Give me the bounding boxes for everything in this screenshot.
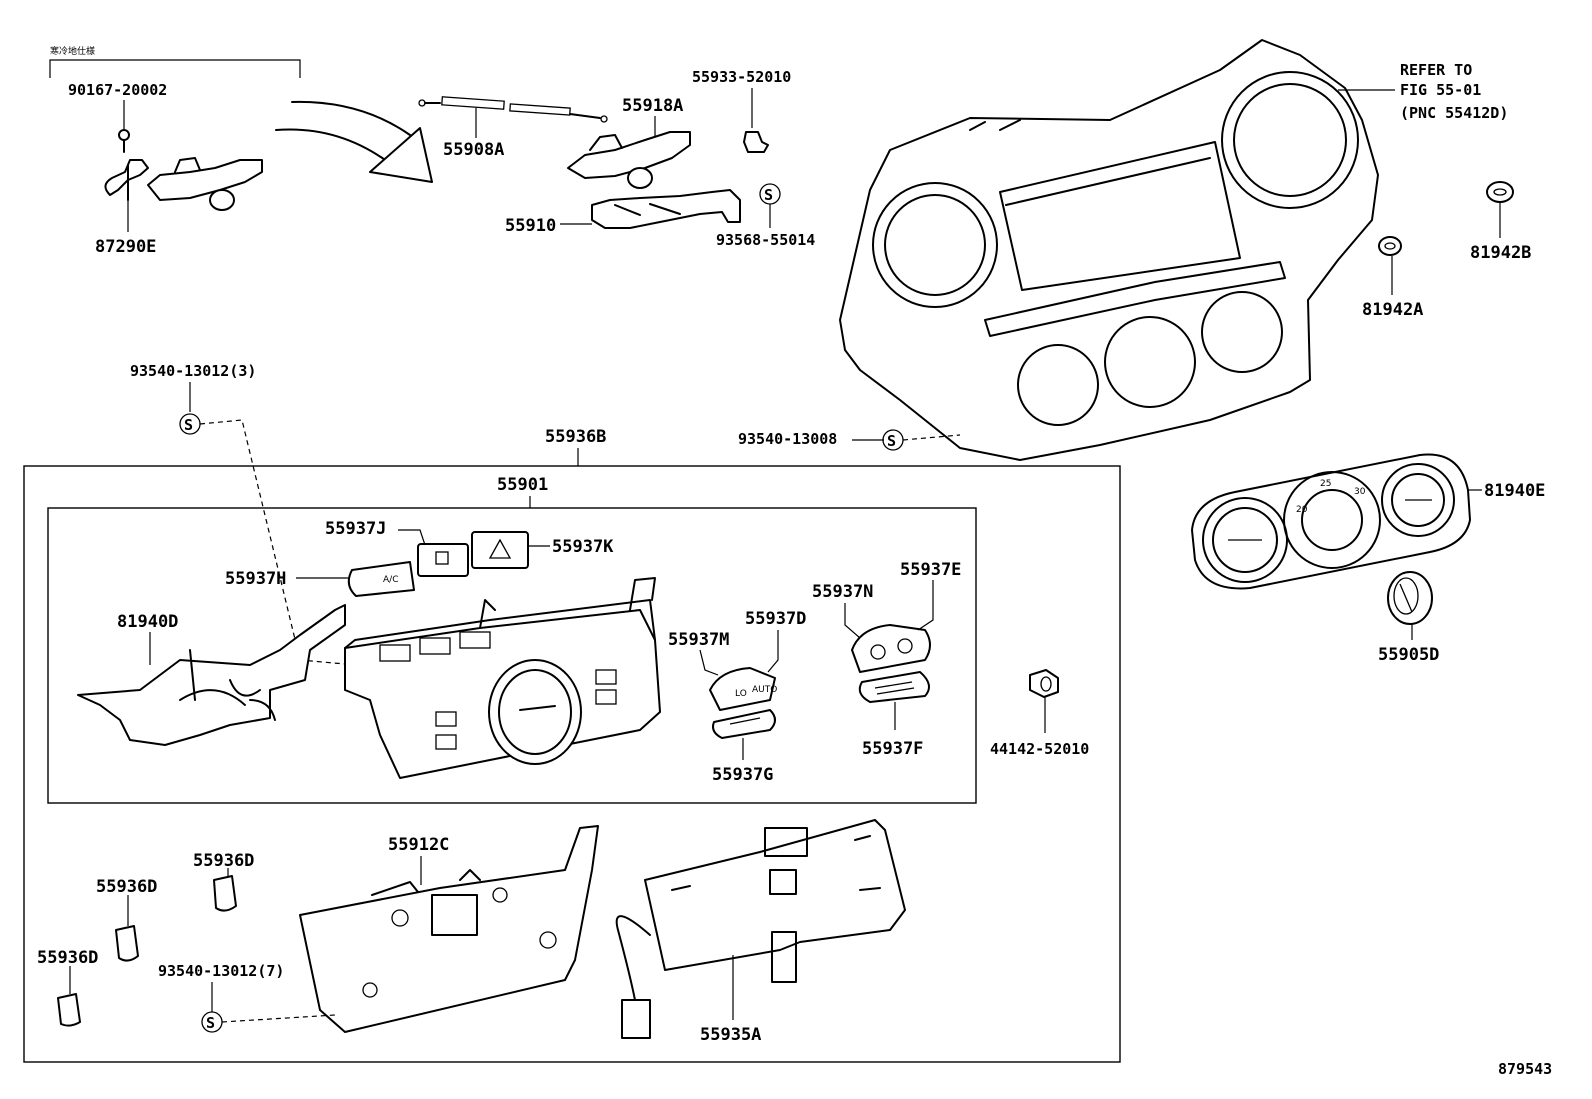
label-87290E: 87290E [95, 237, 156, 257]
label-55936B: 55936B [545, 427, 606, 447]
switch-55937N-E [851, 624, 931, 673]
bulb-55936D-a [213, 875, 237, 912]
label-93568-55014: 93568-55014 [716, 231, 815, 249]
circuit-board-55935A [615, 819, 906, 1039]
label-81942A: 81942A [1362, 300, 1423, 320]
label-55937G: 55937G [712, 765, 773, 785]
circuit-board-55912C [299, 825, 599, 1033]
svg-text:S: S [887, 432, 896, 450]
switch-55937F [858, 671, 930, 703]
svg-text:S: S [764, 186, 773, 204]
label-55937E: 55937E [900, 560, 961, 580]
s-marker-93540-13008: S [882, 429, 904, 451]
bulb-55936D-b [115, 925, 139, 962]
button-55937J [417, 543, 469, 577]
label-55901: 55901 [497, 475, 548, 495]
switch-55937M: LO AUTO [709, 667, 777, 711]
lever-knob-left [147, 157, 263, 211]
label-44142-52010: 44142-52010 [990, 740, 1089, 758]
cable-55908A [418, 96, 608, 123]
label-93540-13012-3: 93540-13012(3) [130, 362, 256, 380]
label-55910: 55910 [505, 216, 556, 236]
switch-55937G [712, 709, 776, 739]
button-55937H: A/C [347, 561, 415, 597]
s-marker-93568: S [759, 183, 781, 205]
label-55908A: 55908A [443, 140, 504, 160]
svg-text:LO: LO [735, 689, 747, 699]
svg-text:20: 20 [1296, 505, 1308, 515]
label-93540-13008: 93540-13008 [738, 430, 837, 448]
bracket-55910 [591, 189, 741, 229]
lever-55918A [567, 131, 691, 189]
svg-text:A/C: A/C [383, 575, 398, 585]
s-marker-93540-7: S [201, 1011, 223, 1033]
label-55912C: 55912C [388, 835, 449, 855]
cold-region-note: 寒冷地仕様 [50, 45, 95, 57]
label-55937M: 55937M [668, 630, 729, 650]
label-81940E: 81940E [1484, 481, 1545, 501]
bulb-55936D-c [57, 993, 81, 1027]
svg-text:30: 30 [1354, 487, 1366, 497]
clip-81942A [1378, 236, 1402, 256]
label-55937D: 55937D [745, 609, 806, 629]
sensor-87290E [104, 159, 149, 201]
bracket-81940D [77, 604, 346, 746]
clip-55933 [743, 131, 769, 153]
nut-44142 [1029, 669, 1059, 698]
assembly-frame-55901 [47, 507, 977, 804]
label-55936D-b: 55936D [96, 877, 157, 897]
svg-text:AUTO: AUTO [752, 685, 777, 695]
clip-81942B [1486, 181, 1514, 203]
label-55937K: 55937K [552, 537, 614, 557]
label-55935A: 55935A [700, 1025, 761, 1045]
svg-text:25: 25 [1320, 479, 1331, 489]
cluster-panel [839, 39, 1379, 461]
cold-region-group: 寒冷地仕様 90167-20002 87290E [49, 45, 433, 257]
label-93540-13012-7: 93540-13012(7) [158, 962, 284, 980]
svg-text:S: S [184, 416, 193, 434]
label-81942B: 81942B [1470, 243, 1531, 263]
label-55936D-c: 55936D [37, 948, 98, 968]
label-55936D-a: 55936D [193, 851, 254, 871]
panel-81940E: 20 25 30 [1191, 453, 1471, 590]
knob-55905D [1387, 571, 1433, 625]
label-90167-20002: 90167-20002 [68, 81, 167, 99]
refer-line-3: (PNC 55412D) [1400, 104, 1508, 122]
refer-line-2: FIG 55-01 [1400, 81, 1481, 99]
button-55937K [471, 531, 529, 569]
control-unit-55901 [344, 577, 661, 779]
s-marker-93540-3: S [179, 413, 201, 435]
label-55937H: 55937H [225, 569, 286, 589]
label-55937J: 55937J [325, 519, 386, 539]
figure-id: 879543 [1498, 1060, 1552, 1078]
label-81940D: 81940D [117, 612, 178, 632]
screw-90167 [118, 129, 130, 153]
direction-arrow [275, 100, 433, 183]
label-55937N: 55937N [812, 582, 873, 602]
assembly-frame-55936B [23, 465, 1121, 1063]
label-55937F: 55937F [862, 739, 923, 759]
label-55918A: 55918A [622, 96, 683, 116]
refer-line-1: REFER TO [1400, 61, 1472, 79]
label-55905D: 55905D [1378, 645, 1439, 665]
label-55933-52010: 55933-52010 [692, 68, 791, 86]
svg-text:S: S [206, 1014, 215, 1032]
